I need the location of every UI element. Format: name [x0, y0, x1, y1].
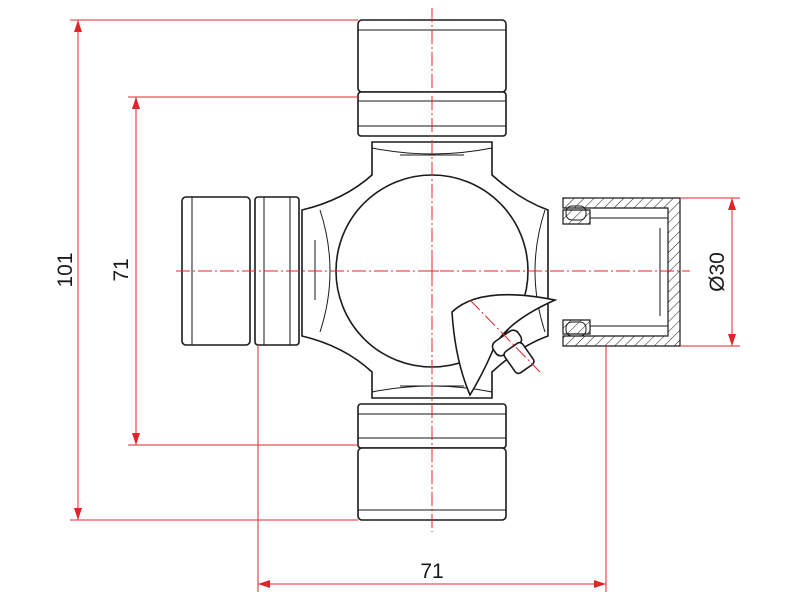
center-lines	[176, 8, 690, 532]
dimension-overall-height: 101	[54, 19, 358, 521]
dim-label-vertical-span: 71	[110, 258, 133, 281]
dimension-cup-diameter: Ø30	[680, 197, 740, 347]
grease-nipple	[451, 293, 558, 397]
dim-label-cup-diameter: Ø30	[706, 252, 729, 292]
dim-label-overall-height: 101	[54, 252, 77, 287]
dimension-vertical-span: 71	[110, 96, 358, 446]
bearing-cup-right-section	[562, 197, 681, 347]
dimension-horizontal-span: 71	[257, 345, 607, 592]
dim-label-horizontal-span: 71	[420, 560, 443, 583]
